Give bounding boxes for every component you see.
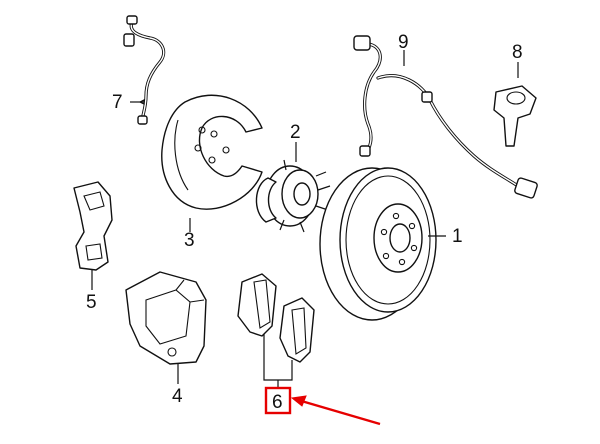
brake-pad-inner (237, 273, 277, 337)
abs-speed-sensor (493, 85, 537, 147)
callout-front-sensor-wire: 7 (112, 92, 123, 113)
callout-abs-sensor: 8 (512, 42, 523, 63)
sensor-wire-front (123, 15, 166, 125)
callout-rotor: 1 (452, 226, 463, 247)
sensor-wire-rear (353, 35, 538, 199)
highlight-arrow (290, 395, 381, 426)
brake-pad-outer (279, 297, 315, 363)
callout-rear-sensor-wire: 9 (398, 32, 409, 53)
wheel-hub (255, 159, 331, 233)
callout-splash-shield: 3 (184, 230, 195, 251)
splash-shield (161, 94, 263, 210)
callout-caliper-bracket: 5 (86, 292, 97, 313)
caliper-bracket (73, 181, 113, 271)
brake-rotor (319, 167, 437, 321)
highlight-box (264, 386, 292, 415)
callout-hub: 2 (290, 122, 301, 143)
brake-caliper (125, 271, 207, 365)
callout-brake-pads: 6 (272, 392, 283, 413)
callout-caliper: 4 (172, 386, 183, 407)
leader-lines (91, 50, 519, 388)
